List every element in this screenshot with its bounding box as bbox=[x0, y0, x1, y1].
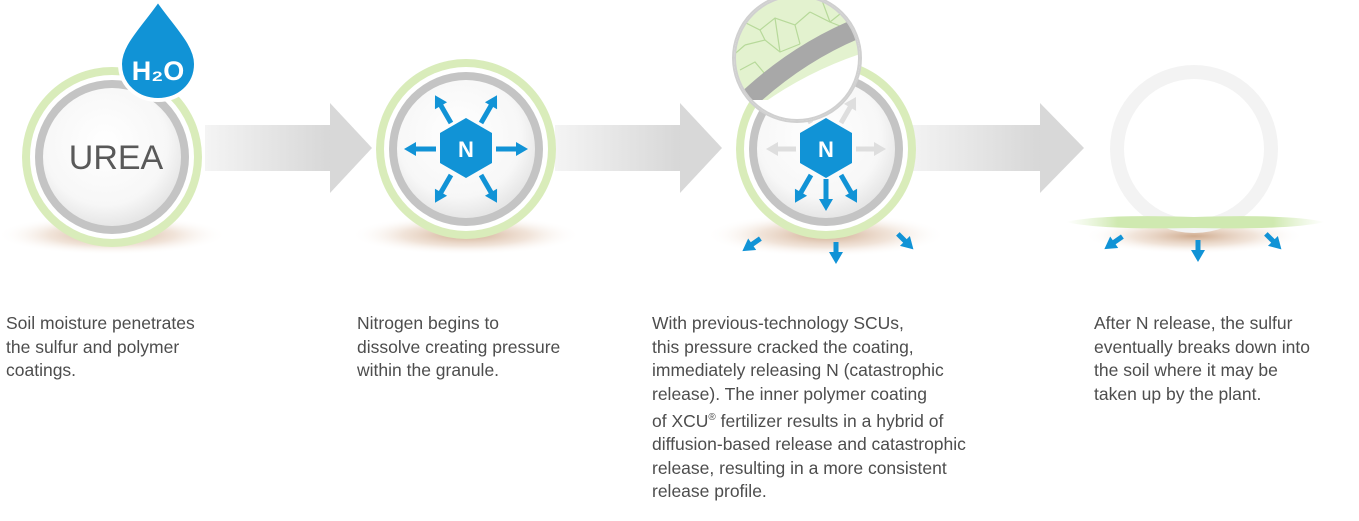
faded-arrow bbox=[838, 97, 857, 125]
release-arrow bbox=[838, 173, 858, 203]
nitrogen-label-2: N bbox=[818, 137, 834, 162]
nitrogen-label: N bbox=[458, 137, 474, 162]
nitrogen-hex-icon: N bbox=[440, 118, 492, 178]
flow-arrow-3 bbox=[905, 103, 1084, 193]
soil-release-arrows bbox=[1104, 232, 1282, 262]
soil-arrow bbox=[829, 242, 843, 264]
pressure-arrows bbox=[404, 95, 528, 203]
water-drop-label: H₂O bbox=[132, 56, 185, 86]
release-process-diagram: UREA H₂O N N bbox=[0, 0, 1325, 264]
step4-caption: After N release, the sulfur eventually b… bbox=[1094, 313, 1310, 404]
pressure-arrow bbox=[496, 142, 528, 156]
pressure-arrow bbox=[434, 95, 454, 125]
pressure-arrow bbox=[434, 173, 454, 203]
nitrogen-hex-icon-2: N bbox=[800, 118, 852, 178]
urea-label: UREA bbox=[69, 139, 164, 177]
step3-caption-part2: fertilizer results in a hybrid of diffus… bbox=[652, 410, 966, 502]
step1-granule: UREA bbox=[0, 67, 227, 255]
registered-mark: ® bbox=[708, 412, 716, 423]
step3-caption: With previous-technology SCUs, this pres… bbox=[652, 312, 992, 504]
flow-arrow-2 bbox=[555, 103, 722, 193]
step3-caption-part1: With previous-technology SCUs, this pres… bbox=[652, 313, 944, 431]
soil-arrow bbox=[1191, 240, 1205, 262]
release-arrows bbox=[742, 97, 914, 264]
step1-caption: Soil moisture penetrates the sulfur and … bbox=[6, 313, 195, 380]
step2-caption: Nitrogen begins to dissolve creating pre… bbox=[357, 313, 561, 380]
soil-arrow bbox=[742, 236, 762, 252]
pressure-arrow bbox=[478, 173, 498, 203]
faded-arrow bbox=[766, 142, 796, 156]
soil-arrow bbox=[1264, 232, 1282, 250]
release-arrow bbox=[819, 179, 833, 211]
faded-arrow bbox=[856, 142, 886, 156]
soil-arrow bbox=[896, 232, 914, 250]
release-arrow bbox=[794, 173, 814, 203]
water-drop-icon: H₂O bbox=[117, 0, 199, 103]
pressure-arrow bbox=[404, 142, 436, 156]
soil-arrow bbox=[1104, 234, 1124, 250]
step4-granule bbox=[1066, 65, 1325, 254]
pressure-arrow bbox=[478, 95, 498, 125]
flow-arrow-1 bbox=[205, 103, 372, 193]
